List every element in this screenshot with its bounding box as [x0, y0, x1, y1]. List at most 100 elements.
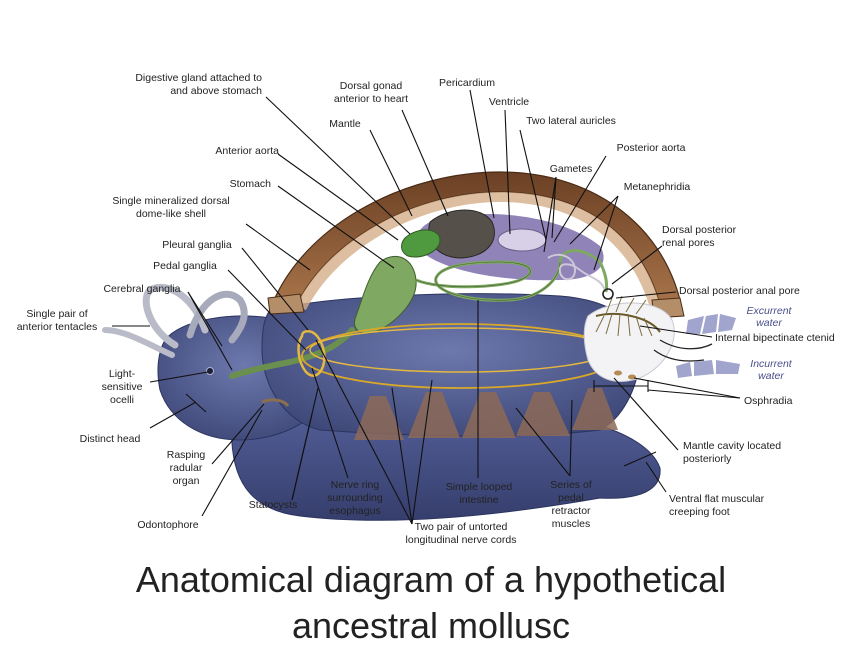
label-gametes: Gametes — [550, 163, 593, 175]
esophagus — [229, 327, 355, 379]
ctenid-filament — [605, 313, 613, 335]
ocellus — [206, 367, 214, 375]
nerve-ring — [297, 329, 326, 377]
label-posterior-aorta: Posterior aorta — [617, 142, 686, 154]
leader-gonad — [401, 109, 449, 217]
excurrent-water-arrow — [686, 314, 736, 334]
leader-auricles — [519, 129, 547, 241]
leader-cerebral-ganglia-2 — [187, 291, 233, 371]
leader-gametes-1 — [551, 176, 557, 239]
leader-nerve-cords-3 — [315, 339, 413, 525]
stomach — [354, 256, 417, 334]
water-stripe — [686, 316, 704, 334]
water-stripe — [716, 360, 740, 374]
water-stripe — [694, 360, 714, 376]
water-stripe — [702, 314, 718, 334]
incurrent-flow-line — [653, 349, 705, 362]
anal-pore — [602, 288, 614, 300]
label-statocysts: Statocysts — [249, 499, 297, 511]
label-pericardium: Pericardium — [439, 77, 495, 89]
anatomy — [102, 171, 740, 521]
leader-mantle-cavity-bracket — [593, 380, 649, 392]
leader-nerve-ring — [311, 367, 349, 479]
leader-retractor-2 — [569, 399, 573, 477]
diagram-title-line-1: Anatomical diagram of a hypothetical — [135, 559, 727, 600]
ctenid-filament — [595, 315, 605, 333]
ctenid-filament — [627, 313, 631, 337]
leader-renal-pores — [611, 245, 663, 285]
leader-nerve-cords-1 — [391, 387, 413, 525]
leader-radula — [211, 403, 265, 465]
ctenid-filament — [615, 295, 623, 313]
leader-odontophore — [201, 409, 263, 517]
leader-ventricle — [504, 109, 511, 235]
radula — [261, 398, 290, 407]
leader-ocelli — [149, 371, 209, 383]
osphradium — [614, 370, 622, 376]
leader-mantle-cavity — [613, 377, 679, 451]
ctenid-filament — [605, 297, 613, 315]
label-pleural-ganglia: Pleural ganglia — [162, 239, 232, 251]
ventricle — [497, 228, 547, 252]
ctenid-filament — [635, 299, 647, 315]
retractor-muscle — [408, 392, 460, 438]
dorsal-gonad — [428, 209, 495, 259]
ctenid-filaments — [595, 295, 653, 337]
label-metanephridia: Metanephridia — [624, 181, 691, 193]
leader-posterior-aorta — [553, 155, 607, 243]
leader-metanephridia-2 — [593, 195, 619, 271]
leader-gametes-2 — [543, 176, 557, 253]
label-cerebral-ganglia: Cerebral ganglia — [103, 283, 180, 295]
leader-mantle — [369, 129, 413, 217]
leader-nerve-cords-2 — [411, 379, 433, 525]
label-osphradia: Osphradia — [744, 395, 793, 407]
label-ctenid: Internal bipectinate ctenid — [715, 332, 835, 344]
metanephridia — [547, 253, 606, 291]
diagram-title-line-2: ancestral mollusc — [291, 605, 571, 646]
water-stripe — [718, 314, 736, 332]
water-stripe — [676, 362, 692, 378]
leader-head-bracket — [149, 393, 207, 429]
leader-foot-bracket — [623, 451, 667, 493]
leader-stomach — [277, 185, 395, 269]
leader-digestive-gland — [265, 96, 411, 235]
leader-osphradia-2 — [647, 389, 741, 399]
retractor-muscle — [354, 396, 404, 440]
label-pedal-ganglia: Pedal ganglia — [153, 260, 217, 272]
leader-shell — [245, 223, 311, 271]
leader-ctenid — [639, 325, 713, 338]
leader-osphradia-1 — [633, 377, 741, 399]
label-head: Distinct head — [80, 433, 141, 445]
leader-lines — [112, 89, 741, 525]
shell-rim-left — [267, 293, 305, 315]
leader-metanephridia-1 — [569, 195, 619, 245]
excurrent-flow-line — [659, 339, 713, 350]
label-anal-pore: Dorsal posterior anal pore — [679, 285, 800, 297]
left-tentacle — [142, 283, 209, 349]
incurrent-water-arrow — [676, 360, 740, 378]
leader-anal-pore — [615, 291, 677, 299]
digestive-gland — [401, 229, 441, 258]
leader-pedal-ganglia — [227, 269, 307, 351]
label-odontophore: Odontophore — [137, 519, 198, 531]
retractor-muscle — [572, 388, 618, 430]
retractor-muscle — [462, 392, 516, 438]
ctenid-filament — [635, 315, 643, 337]
leader-statocysts-2 — [291, 387, 319, 501]
